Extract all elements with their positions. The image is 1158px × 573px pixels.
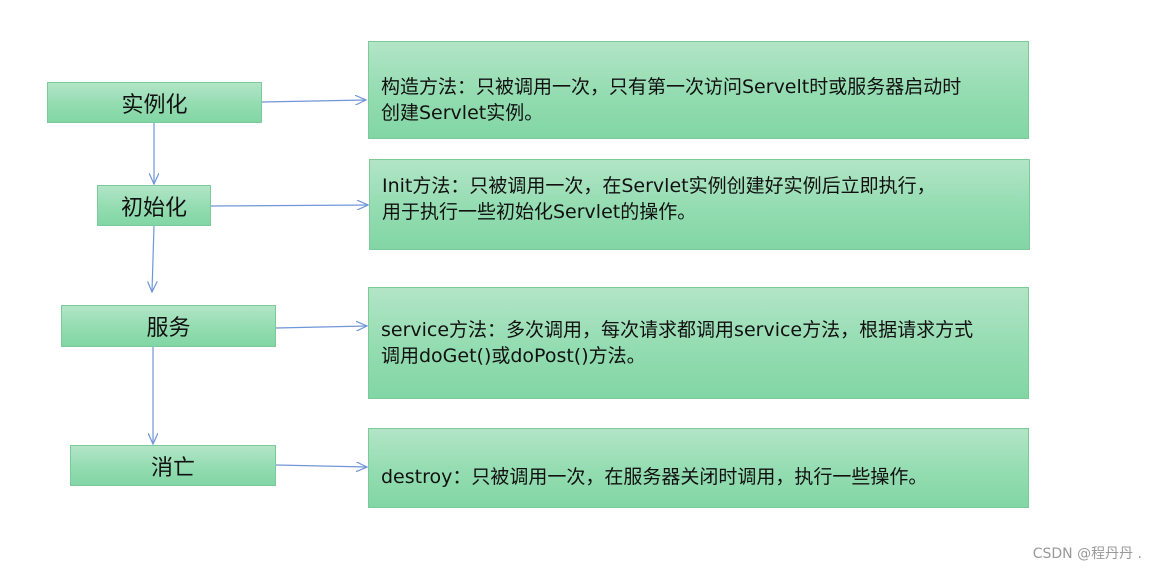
stage-instantiate: 实例化: [47, 82, 262, 123]
stage-label: 实例化: [121, 92, 188, 118]
desc-line: destroy：只被调用一次，在服务器关闭时调用，执行一些操作。: [381, 466, 928, 488]
stage-label: 服务: [146, 316, 191, 341]
arrow-service-to-desc: [275, 326, 367, 328]
desc-destroy: destroy：只被调用一次，在服务器关闭时调用，执行一些操作。: [368, 428, 1029, 508]
desc-line: 创建Servlet实例。: [381, 102, 544, 124]
desc-line: service方法：多次调用，每次请求都调用service方法，根据请求方式: [381, 319, 974, 341]
stage-init: 初始化: [97, 185, 211, 226]
stage-service: 服务: [61, 305, 276, 347]
arrow-destroy-to-desc: [275, 465, 367, 467]
desc-instantiate: 构造方法：只被调用一次，只有第一次访问Servelt时或服务器启动时 创建Ser…: [368, 41, 1029, 139]
stage-destroy: 消亡: [70, 445, 276, 486]
watermark: CSDN @程丹丹 .: [1032, 546, 1142, 562]
desc-line: 调用doGet()或doPost()方法。: [381, 345, 646, 367]
arrow-instantiate-to-desc: [261, 100, 366, 102]
arrow-init-to-desc: [210, 205, 368, 206]
desc-line: 用于执行一些初始化Servlet的操作。: [382, 201, 697, 223]
arrow-init-to-service: [152, 225, 154, 292]
stage-label: 消亡: [150, 455, 195, 481]
desc-init: Init方法：只被调用一次，在Servlet实例创建好实例后立即执行， 用于执行…: [369, 159, 1030, 250]
desc-line: Init方法：只被调用一次，在Servlet实例创建好实例后立即执行，: [382, 175, 936, 197]
stage-label: 初始化: [120, 195, 187, 221]
desc-line: 构造方法：只被调用一次，只有第一次访问Servelt时或服务器启动时: [381, 76, 962, 98]
desc-service: service方法：多次调用，每次请求都调用service方法，根据请求方式 调…: [368, 287, 1029, 399]
